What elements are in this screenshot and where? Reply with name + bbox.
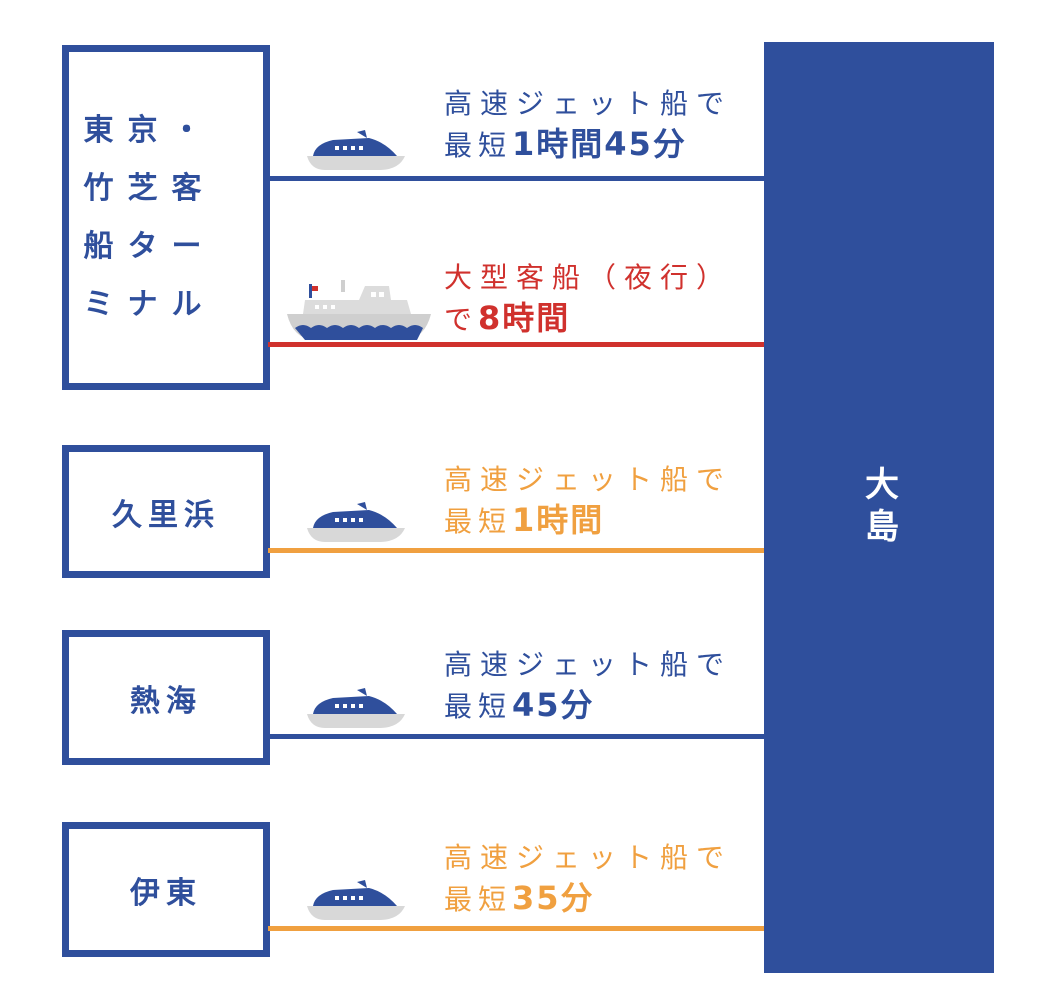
origin-atami-label: 熱海 xyxy=(130,683,202,719)
route-prefix: で xyxy=(444,303,479,336)
route-duration: 8時間 xyxy=(478,299,571,337)
jetfoil-icon xyxy=(307,502,405,542)
route-tokyo-ferry-text: 大型客船（夜行） で8時間 xyxy=(444,258,732,340)
route-kurihama-jet-text: 高速ジェット船で 最短1時間 xyxy=(444,460,732,542)
destination-label: 大島 xyxy=(858,465,899,550)
route-ito-jet-text: 高速ジェット船で 最短35分 xyxy=(444,838,732,920)
route-mode-label: 高速ジェット船で xyxy=(444,87,733,120)
origin-kurihama-label: 久里浜 xyxy=(112,497,220,533)
route-kurihama-jet-line xyxy=(268,548,764,553)
jetfoil-icon xyxy=(307,880,405,920)
origin-tokyo-takeshiba: 東京・竹芝客船ターミナル xyxy=(62,45,270,390)
route-duration: 35分 xyxy=(512,879,595,917)
large-ferry-icon xyxy=(287,280,431,340)
jetfoil-icon xyxy=(307,130,405,170)
route-tokyo-ferry-line xyxy=(268,342,764,347)
origin-kurihama: 久里浜 xyxy=(62,445,270,578)
route-atami-jet-line xyxy=(268,734,764,739)
route-prefix: 最短 xyxy=(444,690,513,723)
route-duration: 1時間 xyxy=(512,501,605,539)
origin-tokyo-label: 東京・竹芝客船ターミナル xyxy=(83,112,216,322)
destination-oshima: 大島 xyxy=(764,42,994,973)
route-mode-label: 高速ジェット船で xyxy=(444,648,733,681)
origin-ito: 伊東 xyxy=(62,822,270,957)
jetfoil-icon xyxy=(307,688,405,728)
origin-atami: 熱海 xyxy=(62,630,270,765)
route-duration: 1時間45分 xyxy=(512,125,687,163)
route-prefix: 最短 xyxy=(444,505,513,538)
route-prefix: 最短 xyxy=(444,129,513,162)
route-atami-jet-text: 高速ジェット船で 最短45分 xyxy=(444,645,732,727)
route-mode-label: 高速ジェット船で xyxy=(444,841,733,874)
route-prefix: 最短 xyxy=(444,883,513,916)
route-ito-jet-line xyxy=(268,926,764,931)
origin-ito-label: 伊東 xyxy=(130,875,202,911)
route-mode-label: 高速ジェット船で xyxy=(444,463,733,496)
route-duration: 45分 xyxy=(512,686,595,724)
route-tokyo-jet-text: 高速ジェット船で 最短1時間45分 xyxy=(444,84,732,166)
route-tokyo-jet-line xyxy=(268,176,764,181)
route-mode-label: 大型客船（夜行） xyxy=(444,261,733,294)
